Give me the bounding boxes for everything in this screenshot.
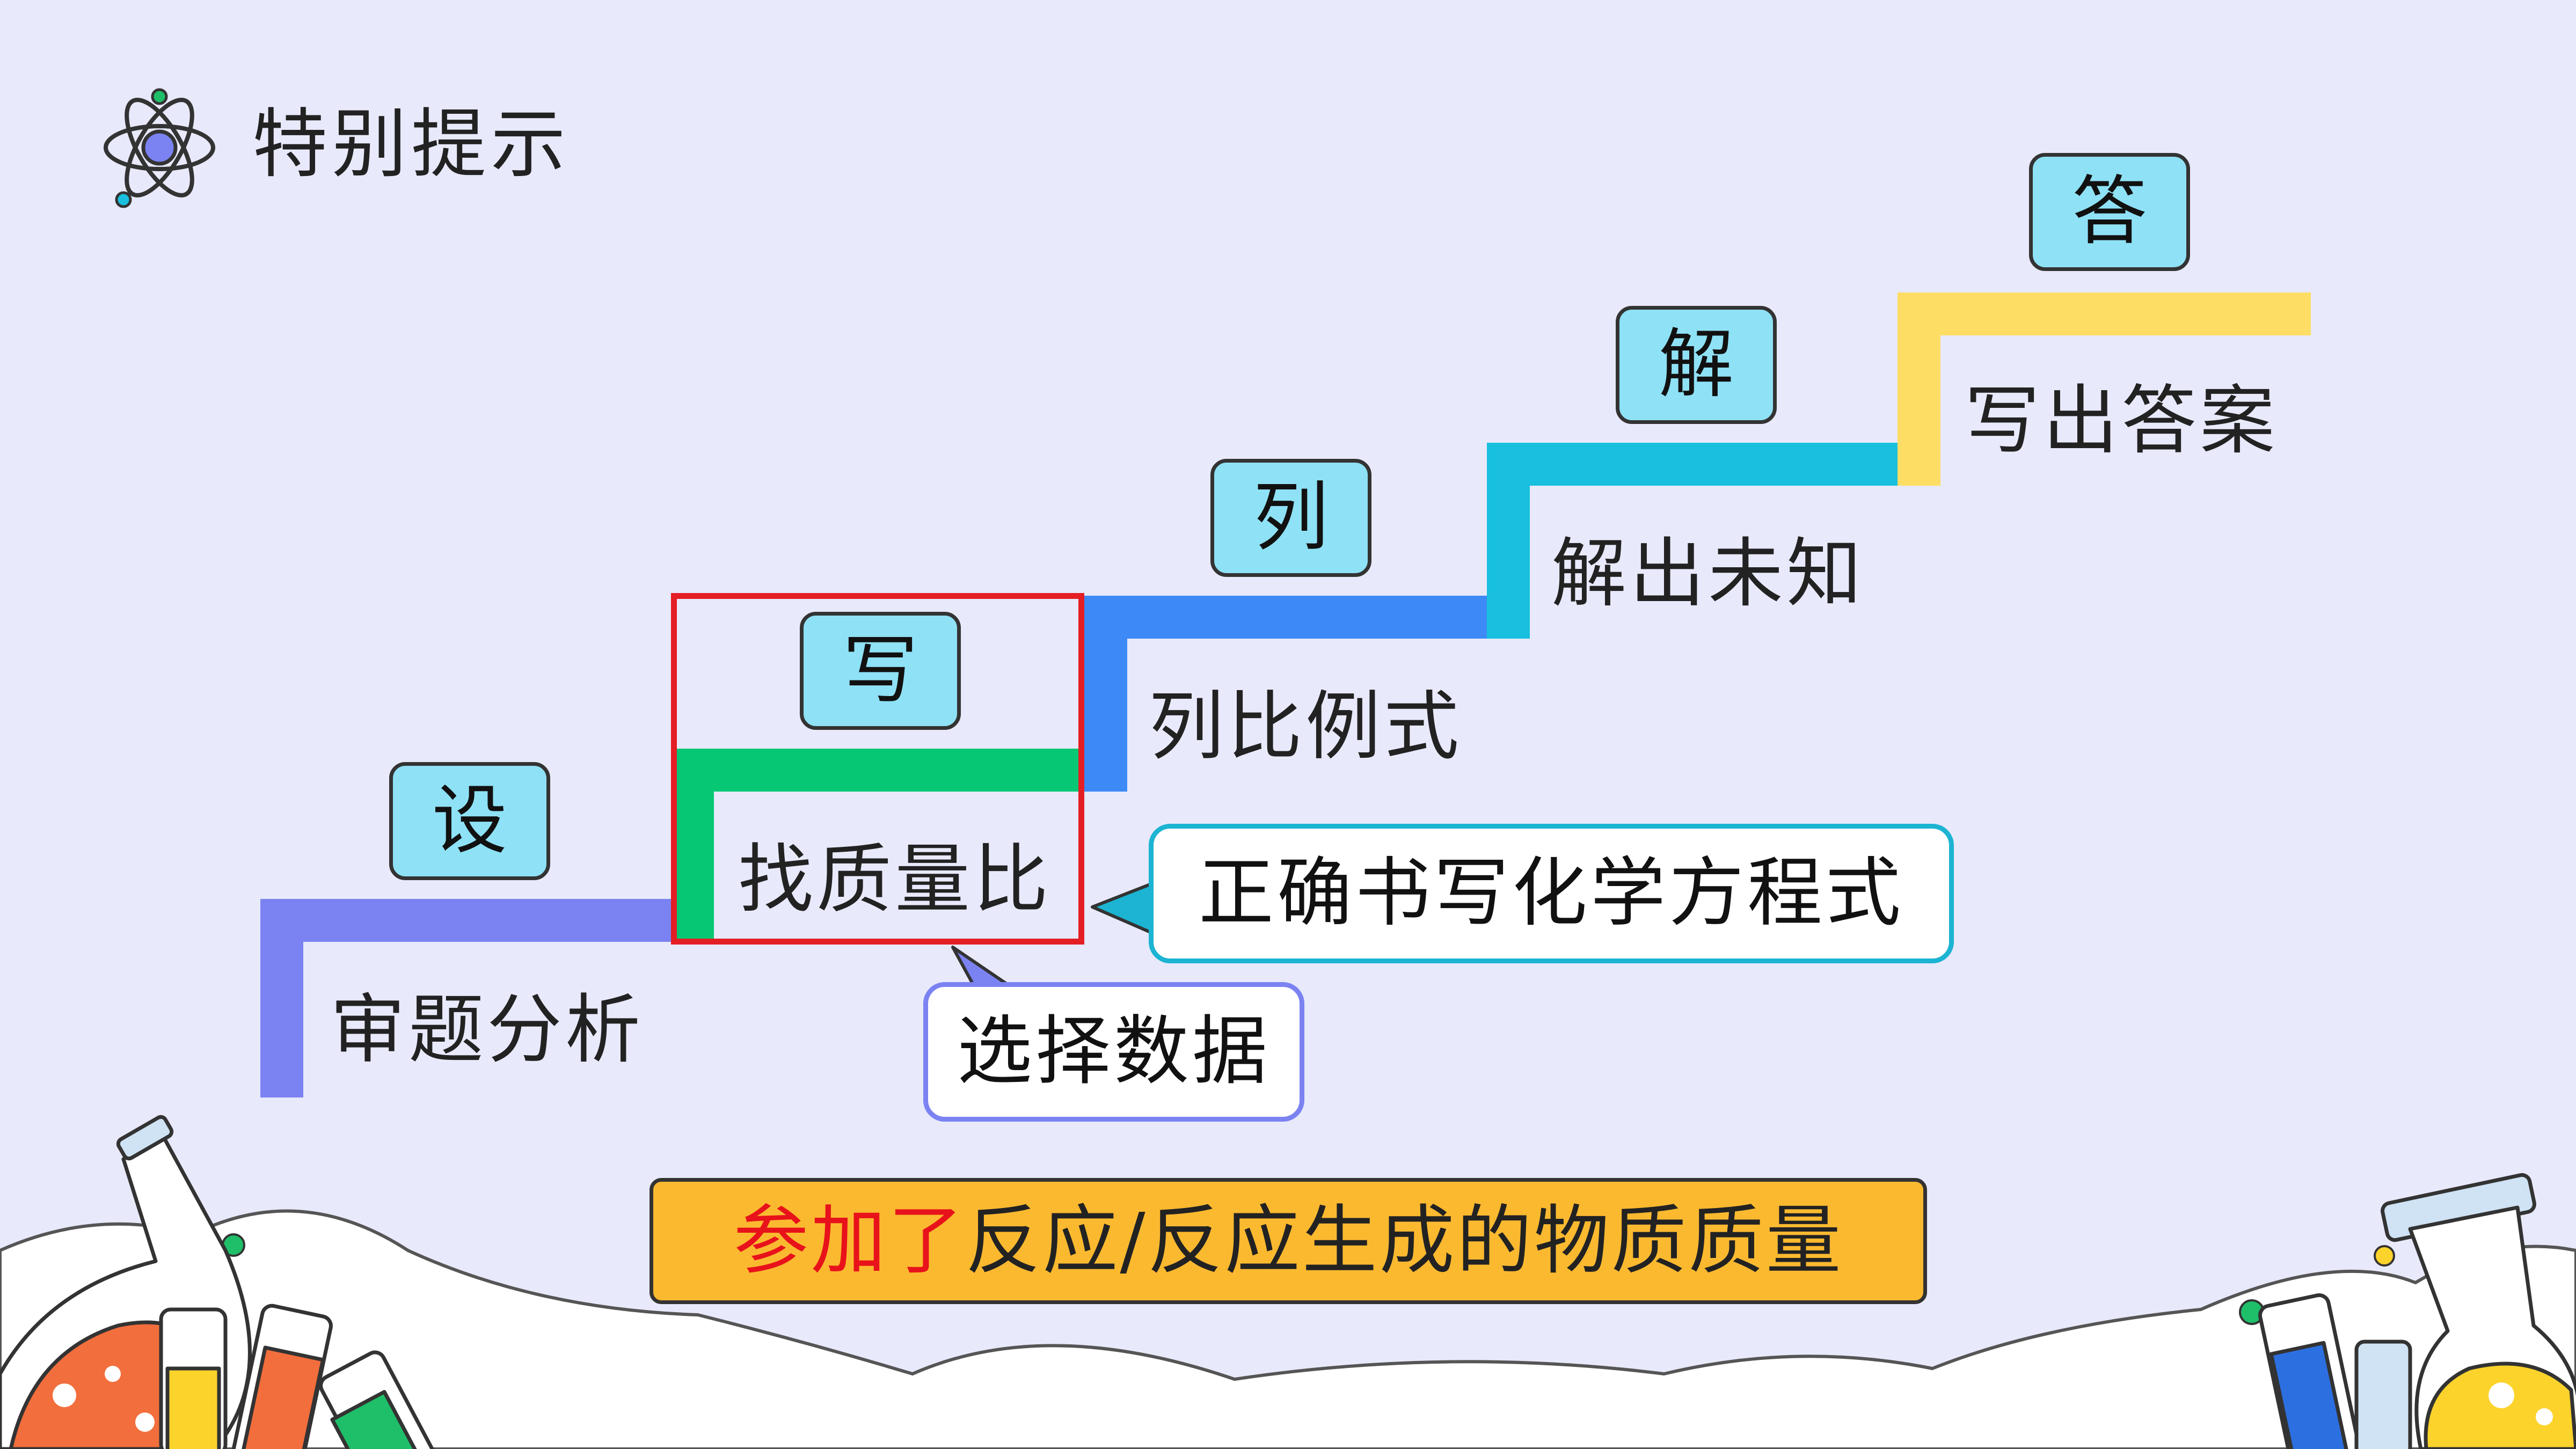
mass-note: 参加了反应/反应生成的物质质量: [650, 1178, 1927, 1304]
callout-select-data: 选择数据: [923, 982, 1304, 1122]
callout-write-equation: 正确书写化学方程式: [1149, 824, 1954, 963]
mass-note-text: 反应/反应生成的物质质量: [965, 1204, 1843, 1279]
mass-note-highlight: 参加了: [733, 1204, 965, 1279]
